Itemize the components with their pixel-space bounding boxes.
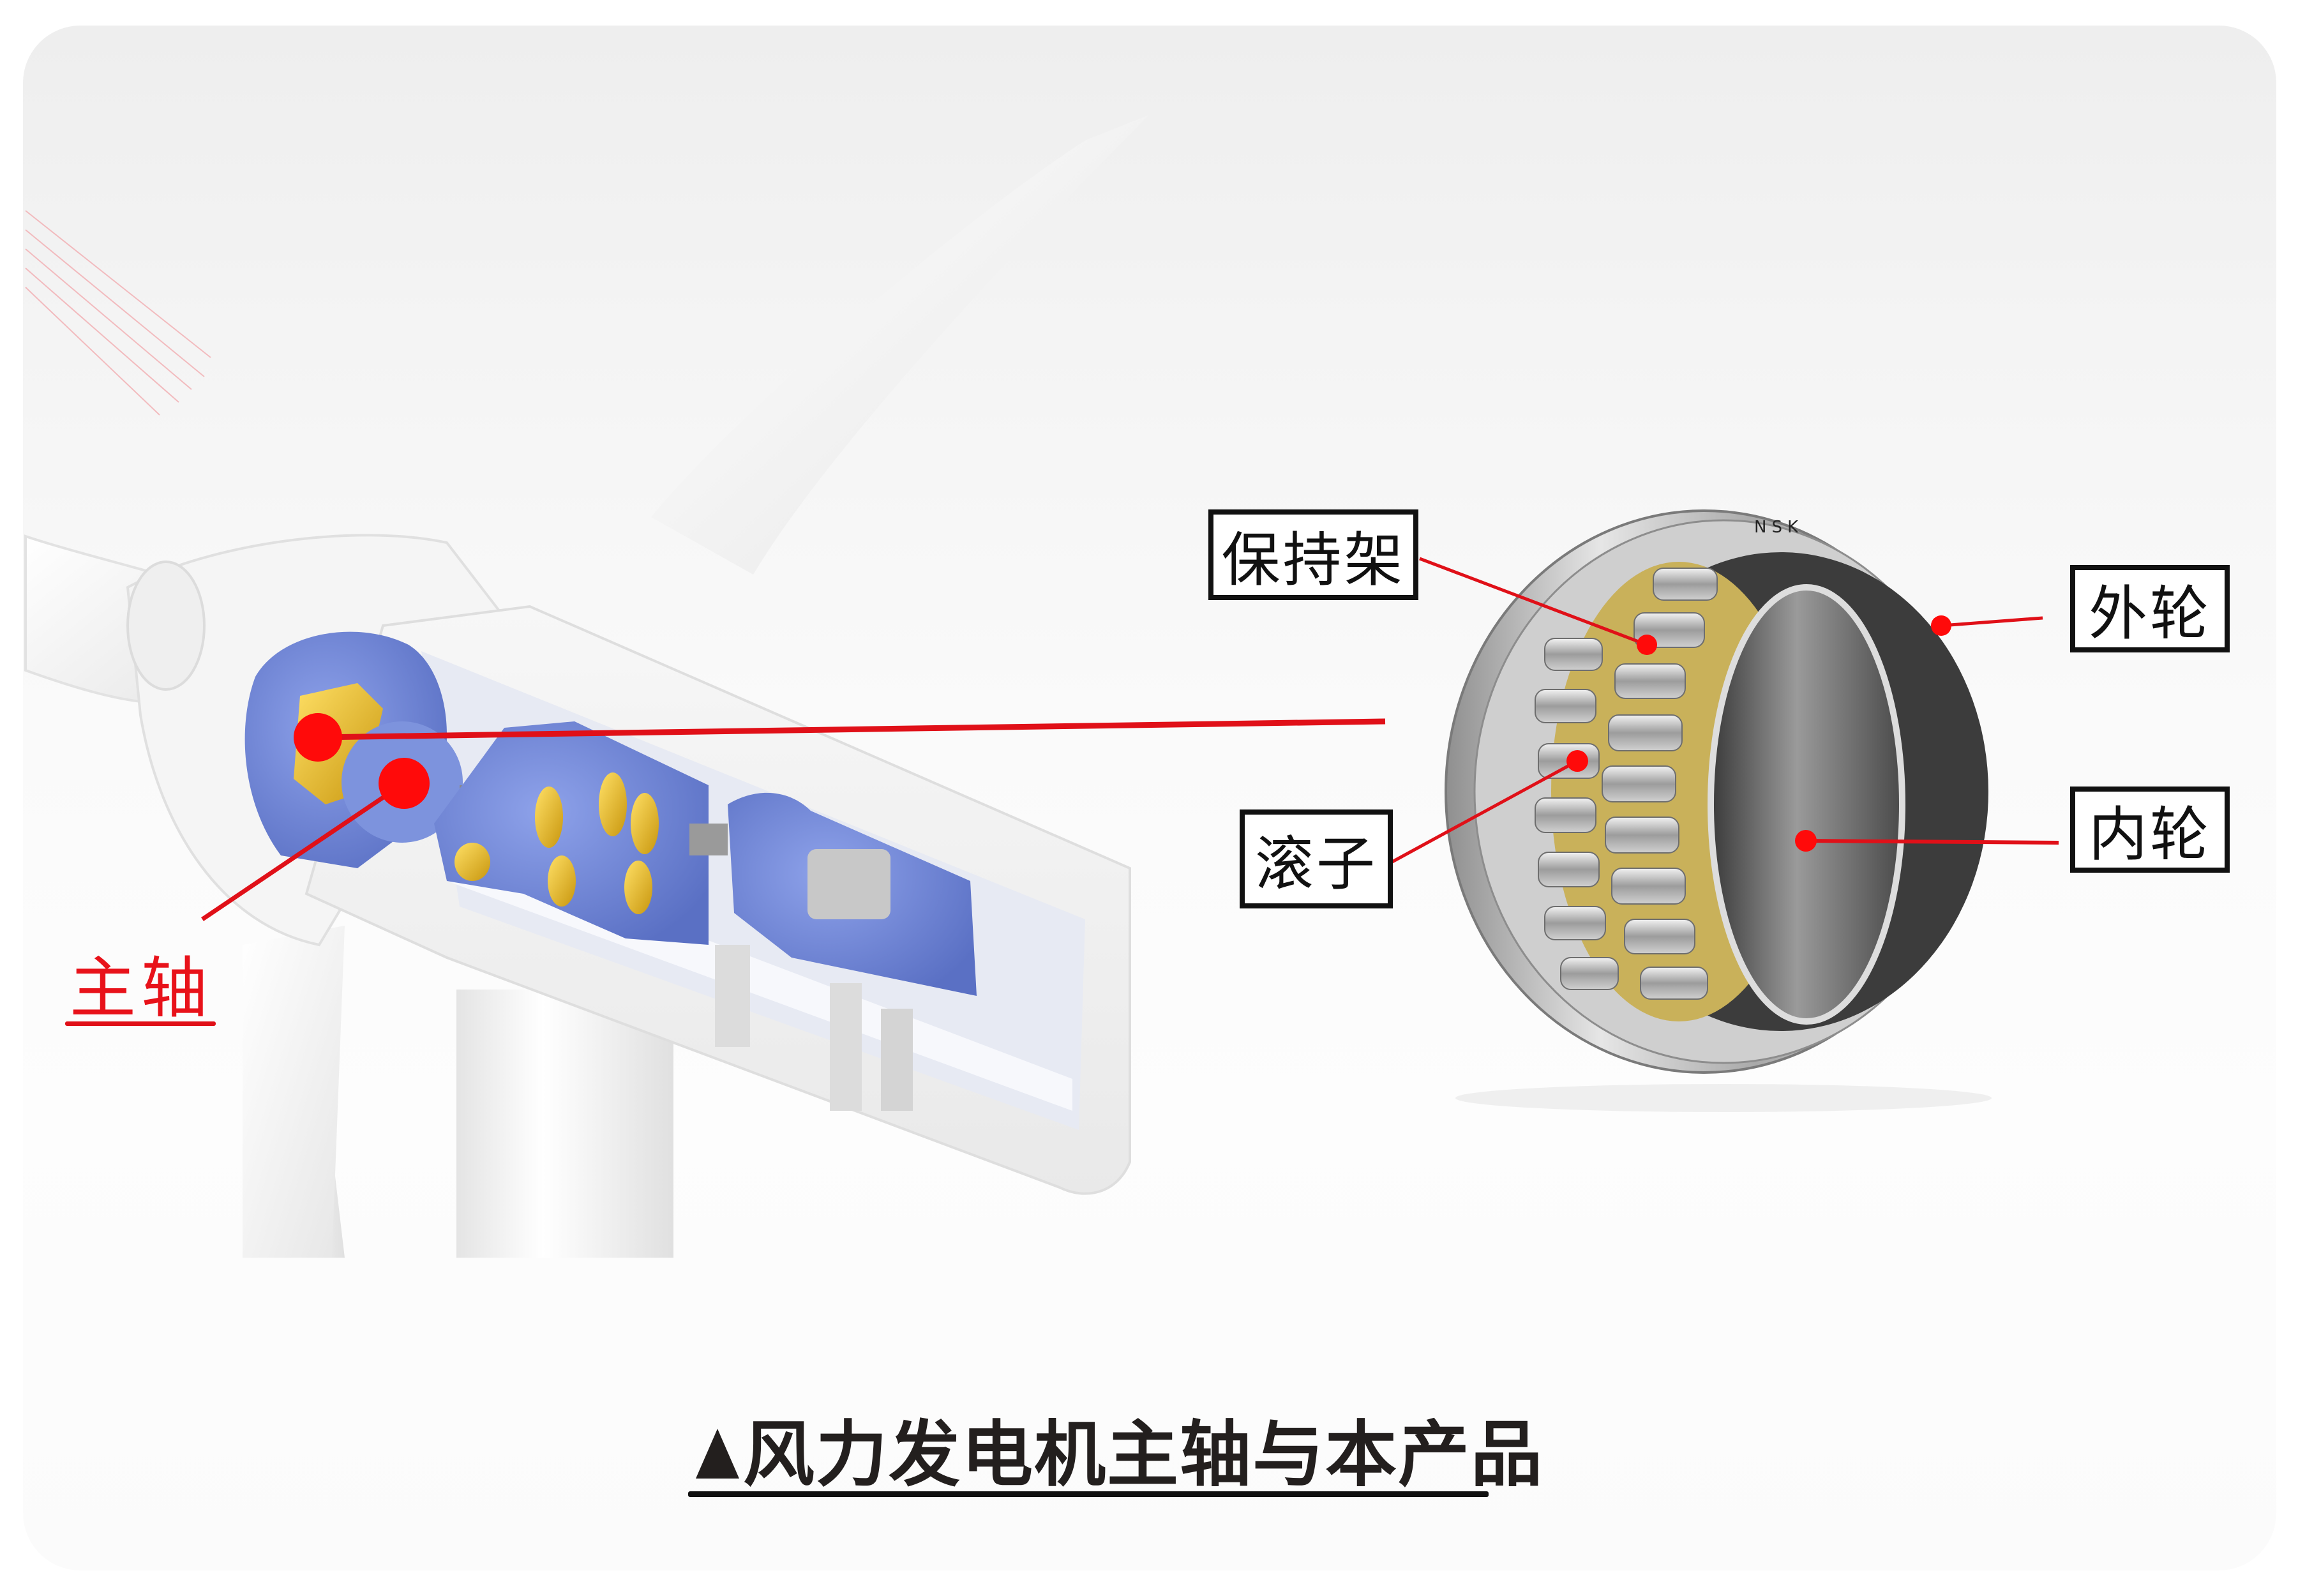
label-roller: 滚子 bbox=[1240, 809, 1393, 908]
inner-ring-dot bbox=[1795, 830, 1817, 852]
roller-dot bbox=[1566, 750, 1588, 772]
caption-underline bbox=[688, 1491, 1489, 1497]
outer-ring-dot bbox=[1931, 615, 1951, 636]
blade-motion-streaks bbox=[25, 210, 211, 416]
spherical-roller-bearing: NSK bbox=[1445, 509, 1992, 1112]
label-main-shaft: 主轴 bbox=[69, 949, 213, 1027]
main-shaft-dot bbox=[379, 758, 430, 809]
label-outer-ring-text: 外轮 bbox=[2088, 580, 2211, 648]
bearing-callouts bbox=[1391, 557, 2059, 864]
label-cage: 保持架 bbox=[1208, 509, 1418, 600]
drivetrain bbox=[244, 631, 977, 1111]
spindle-bearing-dot bbox=[294, 713, 342, 762]
triangle-marker-icon bbox=[696, 1429, 739, 1479]
caption-text: 风力发电机主轴与本产品 bbox=[743, 1413, 1543, 1496]
cage-dot bbox=[1637, 635, 1657, 655]
label-inner-ring-text: 内轮 bbox=[2088, 801, 2211, 869]
label-inner-ring: 内轮 bbox=[2070, 787, 2230, 873]
brand-mark: NSK bbox=[1754, 518, 1803, 537]
label-main-shaft-underline bbox=[65, 1021, 216, 1026]
figure-caption: 风力发电机主轴与本产品 bbox=[688, 1408, 1542, 1496]
rollers bbox=[1535, 568, 1718, 1000]
label-outer-ring: 外轮 bbox=[2070, 565, 2230, 652]
spindle-callout bbox=[201, 713, 1386, 921]
label-cage-text: 保持架 bbox=[1221, 525, 1406, 594]
label-roller-text: 滚子 bbox=[1254, 830, 1378, 898]
